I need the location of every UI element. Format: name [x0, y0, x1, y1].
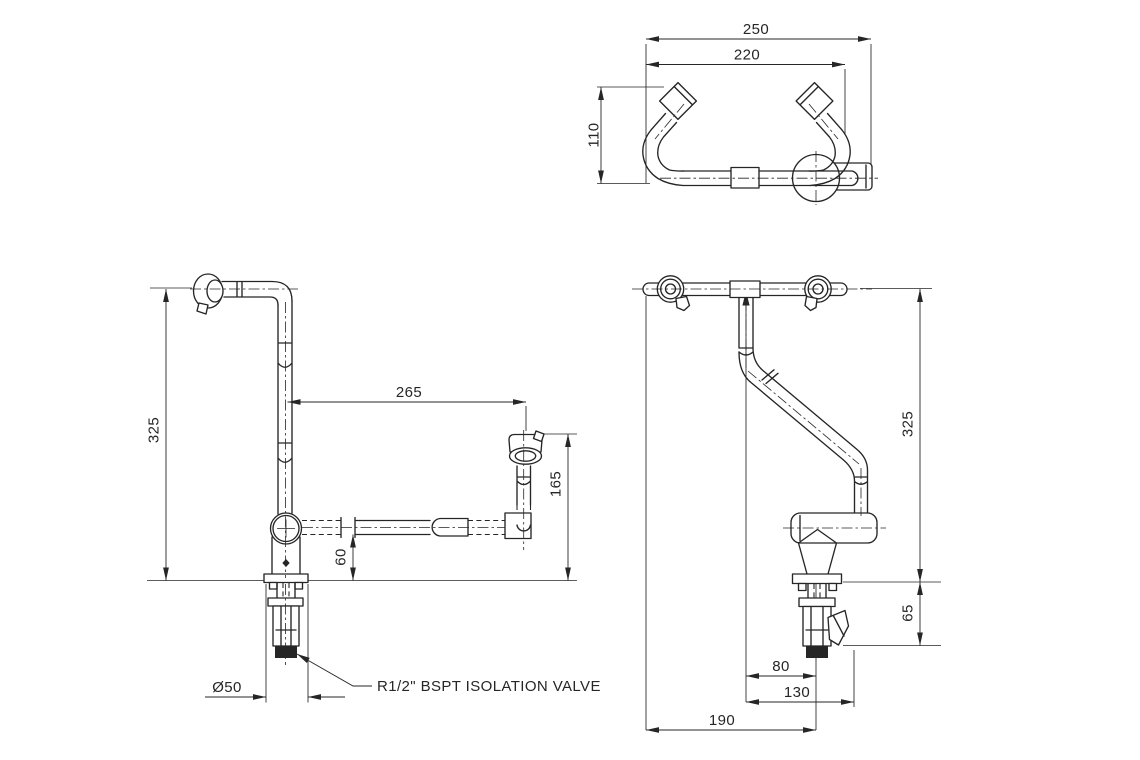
isolation-valve-body	[802, 605, 832, 647]
valve-handle	[827, 609, 850, 646]
spout-sleeve	[431, 517, 469, 537]
dim-label-flange-dia: Ø50	[212, 679, 242, 696]
center-mark	[277, 519, 295, 538]
funnel	[797, 528, 838, 575]
flange-lug-right	[294, 581, 304, 590]
pipe-coupling	[730, 166, 760, 189]
side-view: 325 65 80 130 190	[632, 275, 941, 733]
valve-column	[271, 536, 301, 575]
callout-leader	[296, 653, 372, 687]
flange-clip	[196, 302, 209, 315]
spout-elbow	[504, 512, 532, 540]
mounting-flange	[263, 573, 309, 584]
centerlines	[190, 288, 525, 665]
valve-thread	[275, 646, 297, 658]
dim-label-overall-depth: 190	[709, 712, 735, 729]
dim-label-valve-offset: 80	[772, 658, 790, 675]
spray-head-body	[658, 81, 698, 121]
isolation-valve-body	[272, 605, 300, 647]
extension-lines	[645, 288, 941, 730]
dim-label-outlet-height: 165	[548, 471, 565, 497]
centerlines	[654, 103, 878, 205]
callout-text: R1/2" BSPT ISOLATION VALVE	[377, 678, 601, 695]
valve-tee-inner	[272, 514, 300, 543]
left-bend-pipe	[642, 112, 685, 187]
s-bend-pipe	[738, 347, 869, 514]
spray-head-right	[795, 81, 834, 121]
riser-pipe	[277, 300, 293, 515]
valve-shank-hidden	[282, 583, 290, 598]
spout-pipe-hidden	[302, 505, 532, 536]
aerator-ring	[508, 447, 543, 465]
valve-handle-line	[832, 615, 845, 637]
valve-shank-hidden	[813, 584, 821, 598]
spray-head-left-clip	[675, 295, 691, 312]
extension-lines	[597, 44, 872, 184]
centerlines	[632, 288, 886, 529]
spray-head-face	[799, 85, 820, 106]
valve-body-lines	[275, 605, 297, 647]
top-view: 250 220 110	[586, 21, 878, 205]
valve-body-lines	[805, 605, 829, 647]
dim-label-spout-offset: 130	[784, 684, 810, 701]
set-screw	[282, 559, 290, 567]
flange-lug-left	[797, 582, 807, 592]
locknut	[798, 597, 836, 608]
flange-lug-right	[828, 582, 838, 592]
valve-shank	[807, 583, 827, 599]
valve-shank	[276, 582, 296, 599]
top-pipe	[221, 280, 293, 306]
wall-flange-hub	[206, 279, 224, 303]
extension-lines	[150, 287, 577, 703]
front-view: 325 265 165 60 Ø50 R1/2" BSPT ISOLATION …	[146, 273, 601, 703]
dim-label-under-deck: 65	[900, 604, 917, 622]
spray-head-left	[658, 81, 698, 121]
aerator-face	[514, 450, 537, 462]
valve-thread	[806, 646, 828, 658]
dim-label-head-span: 220	[734, 47, 760, 64]
dim-label-pipe-clearance: 60	[333, 548, 350, 566]
spray-head-face	[673, 85, 694, 106]
dim-label-reach: 265	[396, 384, 422, 401]
dim-label-overall-width: 250	[743, 21, 769, 38]
dim-label-depth: 110	[586, 122, 603, 147]
drop-pipe	[738, 296, 754, 356]
spray-head-body	[795, 81, 834, 121]
flange-lug-left	[268, 581, 278, 590]
dim-label-mounting-height: 325	[900, 411, 917, 437]
mounting-flange	[791, 573, 843, 585]
dim-label-mounting-height: 325	[146, 417, 163, 443]
spray-head-right-clip	[804, 295, 818, 312]
outlet-riser	[516, 465, 532, 506]
outlet-head-tab	[532, 430, 545, 443]
reference-arrow	[742, 291, 750, 306]
